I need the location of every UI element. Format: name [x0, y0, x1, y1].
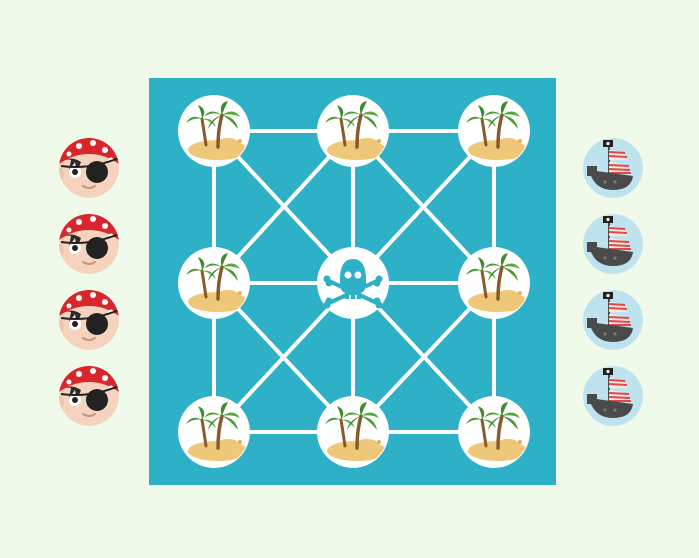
- board-node-top-left[interactable]: [178, 95, 250, 167]
- ship-piece-1[interactable]: [583, 138, 643, 198]
- ship-piece-2[interactable]: [583, 214, 643, 274]
- board-node-bottom-right[interactable]: [458, 396, 530, 468]
- board-nodes: [178, 95, 530, 468]
- board-node-center[interactable]: [317, 247, 389, 319]
- ship-piece-3[interactable]: [583, 290, 643, 350]
- board-node-middle-left[interactable]: [178, 247, 250, 319]
- board-node-top-right[interactable]: [458, 95, 530, 167]
- ship-piece-icon: [583, 290, 643, 350]
- ship-piece-icon: [583, 366, 643, 426]
- ship-piece-icon: [583, 214, 643, 274]
- ship-piece-4[interactable]: [583, 366, 643, 426]
- ship-piece-icon: [583, 138, 643, 198]
- board-node-middle-right[interactable]: [458, 247, 530, 319]
- board-node-top-center[interactable]: [317, 95, 389, 167]
- board-node-bottom-left[interactable]: [178, 396, 250, 468]
- board-node-bottom-center[interactable]: [317, 396, 389, 468]
